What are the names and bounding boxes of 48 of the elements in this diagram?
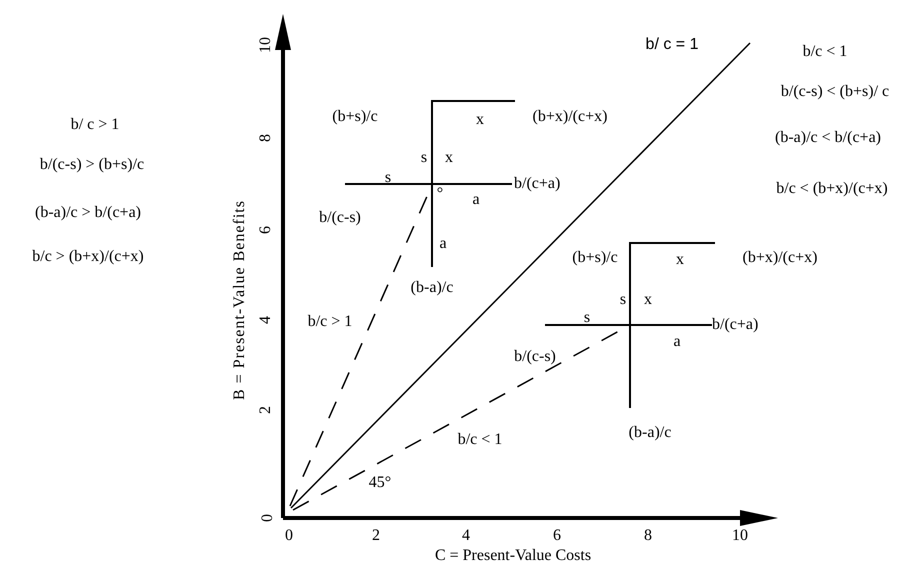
variable-label: a (439, 236, 447, 252)
tick-label: 2 (372, 528, 380, 544)
tick-label: 10 (258, 37, 274, 53)
tick-label: 8 (258, 134, 274, 142)
region-label: b/c < 1 (458, 432, 502, 448)
variable-label: a (472, 192, 480, 208)
tick-label: 8 (644, 528, 652, 544)
tick-label: 0 (260, 514, 276, 522)
ratio-label: b/(c-s) (514, 349, 556, 365)
tick-label: 2 (258, 406, 274, 414)
axis-title: C = Present-Value Costs (434, 548, 592, 564)
inequality-label: (b-a)/c > b/(c+a) (35, 205, 141, 221)
variable-label: x (644, 292, 652, 308)
ratio-label: (b+x)/(c+x) (742, 250, 818, 266)
tick-label: 4 (462, 528, 470, 544)
ratio-label: (b-a)/c (410, 280, 454, 296)
ratio-label: (b-a)/c (628, 425, 672, 441)
variable-label: x (445, 150, 453, 166)
angle-label: 45° (368, 475, 392, 491)
tick-label: 6 (258, 226, 274, 234)
inequality-label: b/(c-s) > (b+s)/c (40, 157, 144, 173)
variable-label: s (584, 310, 590, 326)
inequality-label: b/c > (b+x)/(c+x) (32, 249, 144, 265)
ratio-label: (b+s)/c (332, 109, 378, 125)
line-label: b/ c = 1 (646, 37, 698, 53)
inequality-label: b/(c-s) < (b+s)/ c (780, 84, 890, 100)
ratio-label: b/(c+a) (514, 176, 560, 192)
region-label: b/c > 1 (308, 314, 352, 330)
variable-label: x (676, 252, 684, 268)
degree-mark: ° (436, 186, 444, 202)
inequality-label: (b-a)/c < b/(c+a) (775, 130, 881, 146)
tick-label: 0 (285, 528, 293, 544)
tick-label: 4 (258, 316, 274, 324)
ratio-label: (b+s)/c (572, 250, 618, 266)
inequality-label: b/c < (b+x)/(c+x) (776, 181, 888, 197)
variable-label: s (620, 292, 626, 308)
variable-label: s (384, 170, 392, 186)
inequality-label: b/ c > 1 (70, 117, 120, 133)
variable-label: s (420, 150, 428, 166)
ratio-label: b/(c-s) (319, 210, 361, 226)
inequality-label: b/c < 1 (802, 44, 848, 60)
tick-label: 10 (732, 528, 748, 544)
ratio-label: b/(c+a) (712, 317, 758, 333)
variable-label: x (476, 112, 484, 128)
ratio-label: (b+x)/(c+x) (532, 109, 608, 125)
axis-title: B = Present-Value Benefits (232, 200, 248, 400)
variable-label: a (673, 334, 681, 350)
tick-label: 6 (553, 528, 561, 544)
